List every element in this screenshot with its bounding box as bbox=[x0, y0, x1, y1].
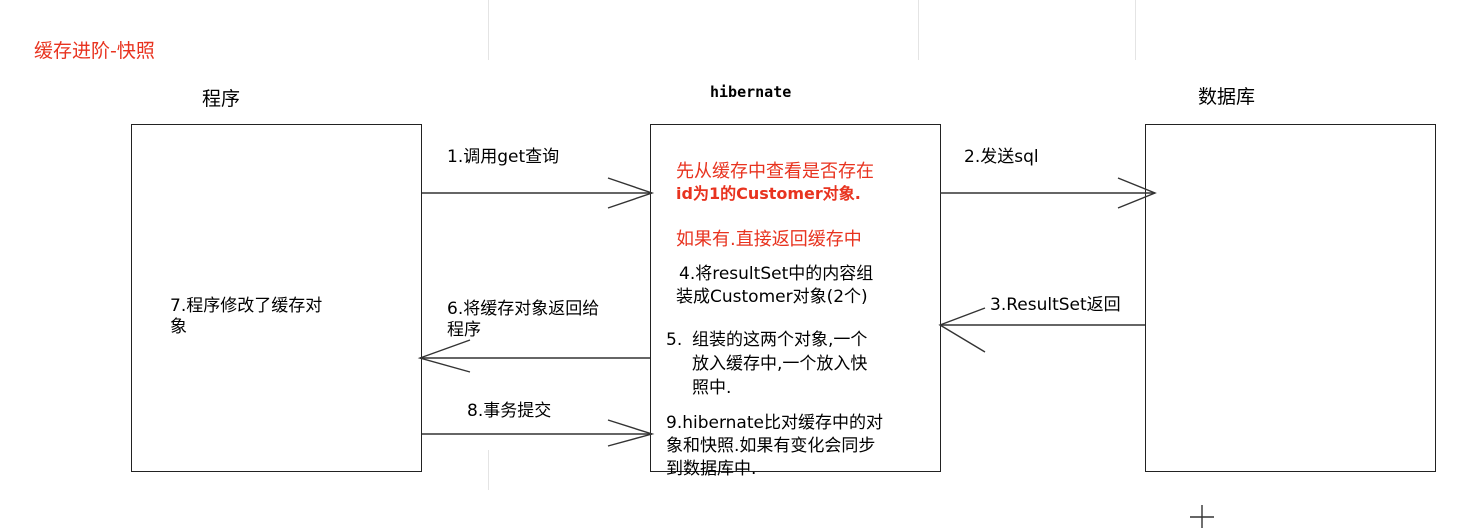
hibernate-step-5-line3: 照中. bbox=[692, 378, 732, 398]
program-header: 程序 bbox=[202, 88, 241, 110]
hibernate-check-cache-line1: 先从缓存中查看是否存在 bbox=[676, 161, 874, 182]
hibernate-check-cache-line2: id为1的Customer对象. bbox=[676, 184, 861, 203]
arrowhead-left-icon bbox=[417, 339, 471, 373]
faint-divider bbox=[1135, 0, 1136, 60]
hibernate-step-4-line2: 装成Customer对象(2个) bbox=[676, 287, 868, 307]
label-step-2: 2.发送sql bbox=[964, 147, 1039, 167]
label-step-6-line2: 程序 bbox=[447, 320, 481, 340]
hibernate-step-9-line3: 到数据库中. bbox=[666, 459, 757, 479]
arrowhead-right-icon bbox=[607, 177, 655, 209]
hibernate-step-5-line2: 放入缓存中,一个放入快 bbox=[692, 354, 868, 374]
label-step-3: 3.ResultSet返回 bbox=[990, 295, 1121, 315]
hibernate-step-4-line1: 4.将resultSet中的内容组 bbox=[679, 264, 874, 284]
label-step-1: 1.调用get查询 bbox=[447, 147, 560, 167]
hibernate-step-9-line2: 象和快照.如果有变化会同步 bbox=[666, 436, 876, 456]
hibernate-step-9-line1: 9.hibernate比对缓存中的对 bbox=[666, 413, 883, 433]
hibernate-header: hibernate bbox=[710, 83, 792, 101]
faint-divider bbox=[918, 0, 919, 60]
program-step-7-line1: 7.程序修改了缓存对 bbox=[170, 296, 323, 316]
label-step-6-line1: 6.将缓存对象返回给 bbox=[447, 299, 600, 319]
hibernate-step-5-number: 5. bbox=[666, 330, 683, 350]
arrowhead-left-icon bbox=[938, 307, 986, 353]
hibernate-return-cache: 如果有.直接返回缓存中 bbox=[676, 229, 862, 250]
database-header: 数据库 bbox=[1198, 86, 1256, 108]
program-box bbox=[131, 124, 422, 472]
hibernate-box bbox=[650, 124, 941, 472]
hibernate-step-5-line1: 组装的这两个对象,一个 bbox=[692, 330, 868, 350]
label-step-8: 8.事务提交 bbox=[467, 401, 552, 421]
faint-divider bbox=[488, 0, 489, 60]
database-box bbox=[1145, 124, 1436, 472]
faint-divider bbox=[488, 450, 489, 490]
diagram-title: 缓存进阶-快照 bbox=[34, 40, 155, 62]
program-step-7-line2: 象 bbox=[170, 317, 187, 337]
arrowhead-right-icon bbox=[607, 419, 655, 447]
